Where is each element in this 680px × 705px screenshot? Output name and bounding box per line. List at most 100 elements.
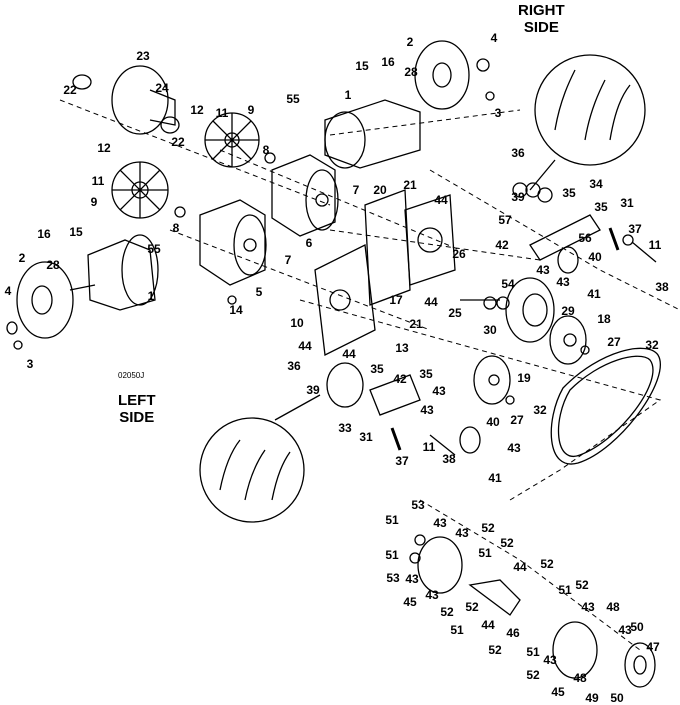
bottom-shaft-assembly <box>409 534 656 688</box>
part-callout-3: 3 <box>494 106 502 120</box>
part-callout-44: 44 <box>342 347 356 361</box>
right-idler-arm <box>512 182 657 274</box>
part-callout-24: 24 <box>155 81 169 95</box>
part-callout-1: 1 <box>344 88 352 102</box>
part-callout-35: 35 <box>370 362 384 376</box>
part-callout-51: 51 <box>478 546 492 560</box>
part-callout-45: 45 <box>403 595 417 609</box>
pump-unit-lower <box>199 199 267 305</box>
part-callout-35: 35 <box>562 186 576 200</box>
part-callout-14: 14 <box>229 303 243 317</box>
part-callout-22: 22 <box>171 135 185 149</box>
part-callout-43: 43 <box>455 526 469 540</box>
part-callout-9: 9 <box>90 195 98 209</box>
part-callout-21: 21 <box>409 317 423 331</box>
part-callout-27: 27 <box>607 335 621 349</box>
part-callout-25: 25 <box>448 306 462 320</box>
part-callout-50: 50 <box>630 620 644 634</box>
magnified-detail-upper <box>529 54 646 191</box>
part-callout-52: 52 <box>488 643 502 657</box>
part-callout-52: 52 <box>575 578 589 592</box>
part-callout-51: 51 <box>450 623 464 637</box>
part-callout-32: 32 <box>645 338 659 352</box>
part-callout-56: 56 <box>578 231 592 245</box>
part-callout-8: 8 <box>172 221 180 235</box>
part-callout-52: 52 <box>481 521 495 535</box>
part-callout-18: 18 <box>597 312 611 326</box>
right-side-label-line1: RIGHT <box>518 2 565 19</box>
right-side-label-line2: SIDE <box>523 19 559 36</box>
part-callout-16: 16 <box>37 227 51 241</box>
part-callout-12: 12 <box>190 103 204 117</box>
part-callout-13: 13 <box>395 341 409 355</box>
part-callout-50: 50 <box>610 691 624 705</box>
part-callout-11: 11 <box>648 238 662 252</box>
part-callout-5: 5 <box>255 285 263 299</box>
part-callout-29: 29 <box>561 304 575 318</box>
part-callout-8: 8 <box>262 143 270 157</box>
assembly-lines <box>59 99 680 651</box>
upper-left-hub <box>72 65 180 135</box>
part-callout-47: 47 <box>646 640 660 654</box>
part-callout-11: 11 <box>215 106 229 120</box>
mounting-plates <box>314 189 456 356</box>
part-callout-35: 35 <box>594 200 608 214</box>
part-callout-36: 36 <box>287 359 301 373</box>
part-callout-7: 7 <box>284 253 292 267</box>
belts <box>550 347 661 465</box>
magnified-detail-lower <box>199 394 321 523</box>
part-callout-31: 31 <box>359 430 373 444</box>
pulleys <box>460 277 590 405</box>
left-motor <box>6 234 159 350</box>
part-callout-19: 19 <box>517 371 531 385</box>
part-callout-52: 52 <box>500 536 514 550</box>
part-callout-43: 43 <box>556 275 570 289</box>
part-callout-15: 15 <box>69 225 83 239</box>
pump-unit-upper <box>271 154 339 237</box>
part-callout-43: 43 <box>405 572 419 586</box>
part-callout-37: 37 <box>628 222 642 236</box>
part-callout-43: 43 <box>420 403 434 417</box>
right-motor <box>324 40 495 169</box>
part-callout-15: 15 <box>355 59 369 73</box>
left-fan <box>111 161 186 219</box>
part-callout-55: 55 <box>147 242 161 256</box>
part-callout-28: 28 <box>46 258 60 272</box>
part-callout-7: 7 <box>352 183 360 197</box>
part-callout-43: 43 <box>536 263 550 277</box>
part-callout-4: 4 <box>4 284 12 298</box>
part-callout-39: 39 <box>511 190 525 204</box>
part-callout-43: 43 <box>581 600 595 614</box>
part-callout-40: 40 <box>486 415 500 429</box>
part-callout-51: 51 <box>385 548 399 562</box>
left-side-label: LEFT SIDE <box>118 392 156 426</box>
part-callout-2: 2 <box>406 35 414 49</box>
part-callout-33: 33 <box>338 421 352 435</box>
part-callout-11: 11 <box>422 440 436 454</box>
part-callout-43: 43 <box>433 516 447 530</box>
part-callout-42: 42 <box>393 372 407 386</box>
part-callout-55: 55 <box>286 92 300 106</box>
part-callout-28: 28 <box>404 65 418 79</box>
part-callout-38: 38 <box>442 452 456 466</box>
part-callout-51: 51 <box>558 583 572 597</box>
part-callout-34: 34 <box>589 177 603 191</box>
part-callout-49: 49 <box>585 691 599 705</box>
part-callout-26: 26 <box>452 247 466 261</box>
part-callout-44: 44 <box>513 560 527 574</box>
part-callout-53: 53 <box>386 571 400 585</box>
part-callout-6: 6 <box>305 236 313 250</box>
part-callout-3: 3 <box>26 357 34 371</box>
part-callout-57: 57 <box>498 213 512 227</box>
part-callout-20: 20 <box>373 183 387 197</box>
part-callout-38: 38 <box>655 280 669 294</box>
part-callout-51: 51 <box>385 513 399 527</box>
part-callout-16: 16 <box>381 55 395 69</box>
part-callout-48: 48 <box>573 671 587 685</box>
part-callout-48: 48 <box>606 600 620 614</box>
part-callout-44: 44 <box>481 618 495 632</box>
part-callout-10: 10 <box>290 316 304 330</box>
part-callout-32: 32 <box>533 403 547 417</box>
